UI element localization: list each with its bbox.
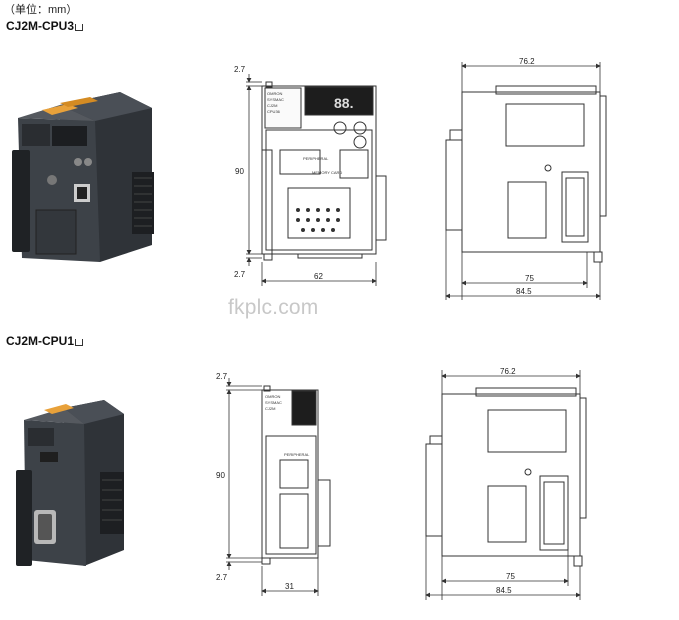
cpu3-brand-label: OMRON xyxy=(267,91,282,96)
cpu1-dim-overall-depth: 84.5 xyxy=(496,586,512,595)
model-title-cpu1-text: CJ2M-CPU1 xyxy=(6,334,75,348)
model-title-cpu3: CJ2M-CPU3 xyxy=(6,19,84,33)
suffix-box xyxy=(75,339,84,346)
cpu1-port-label: PERIPHERAL xyxy=(284,452,310,457)
cpu1-model-label: CJ2M xyxy=(265,406,275,411)
cpu3-product-photo xyxy=(12,92,154,262)
cpu1-series-label: SYSMAC xyxy=(265,400,282,405)
cpu3-front-view xyxy=(261,81,387,261)
cpu3-dim-body-depth: 75 xyxy=(525,274,534,283)
cpu3-card-label: MEMORY CARD xyxy=(312,170,342,175)
cpu3-card-dots xyxy=(296,208,340,232)
cpu3-display-digits: 88. xyxy=(334,95,353,111)
cpu3-dim-top-offset: 2.7 xyxy=(234,65,246,74)
cpu1-dim-width: 31 xyxy=(285,582,294,591)
cpu3-front-dimensions xyxy=(246,74,377,286)
cpu3-dim-overall-depth: 84.5 xyxy=(516,287,532,296)
cpu3-side-view xyxy=(445,85,607,263)
cpu1-dim-body-depth: 75 xyxy=(506,572,515,581)
cpu3-port-label: PERIPHERAL xyxy=(303,156,329,161)
cpu1-side-dimensions xyxy=(425,370,581,600)
cpu1-product-photo xyxy=(16,400,124,566)
cpu3-dim-height: 90 xyxy=(235,167,244,176)
cpu3-series-label: SYSMAC xyxy=(267,97,284,102)
cpu3-side-dimensions xyxy=(445,62,601,300)
suffix-box xyxy=(75,24,84,31)
cpu1-dim-height: 90 xyxy=(216,471,225,480)
cpu1-side-view xyxy=(425,387,587,567)
cpu1-dim-overall-top: 76.2 xyxy=(500,367,516,376)
unit-note: （单位：mm） xyxy=(4,4,78,16)
cpu3-cpu-label: CPU36 xyxy=(267,109,281,114)
model-title-cpu1: CJ2M-CPU1 xyxy=(6,334,84,348)
cpu1-dim-top-offset: 2.7 xyxy=(216,372,228,381)
cpu3-dim-bottom-offset: 2.7 xyxy=(234,270,246,279)
cpu3-dim-width: 62 xyxy=(314,272,323,281)
model-title-cpu3-text: CJ2M-CPU3 xyxy=(6,19,75,33)
cpu3-dim-overall-top: 76.2 xyxy=(519,57,535,66)
cpu1-brand-label: OMRON xyxy=(265,394,280,399)
cpu1-front-dimensions xyxy=(226,378,319,596)
cpu1-front-view xyxy=(261,385,331,565)
cpu1-dim-bottom-offset: 2.7 xyxy=(216,573,228,582)
cpu3-model-label: CJ2M xyxy=(267,103,277,108)
watermark: fkplc.com xyxy=(228,296,319,319)
